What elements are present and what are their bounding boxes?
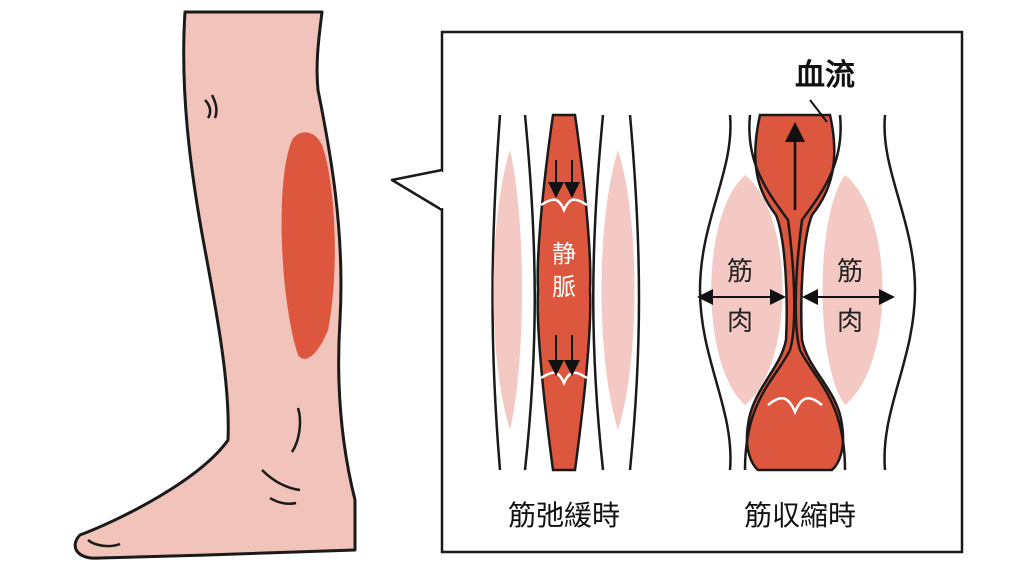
inner-wall [523,114,536,471]
wall-line [628,114,641,471]
relaxed-diagram: 静 脈 筋弛緩時 [491,113,641,532]
ankle-crease [269,496,297,506]
callout-pointer [390,168,443,212]
valve [767,397,823,416]
leg-outline [73,10,357,560]
contracted-diagram: 筋 肉 筋 肉 血流 筋収縮時 [697,58,917,532]
ankle-crease [261,469,301,492]
muscle-label-right: 肉 [837,307,863,337]
inner-wall [592,114,605,471]
muscle-left-contracted [711,175,783,405]
vein-relaxed [536,113,592,472]
muscle-label-left: 肉 [727,307,753,337]
muscle-label-right: 筋 [837,257,863,287]
wall-line [491,114,502,471]
muscle-label-left: 筋 [727,257,753,287]
blood-flow-label: 血流 [795,58,855,93]
toe-line [87,538,121,548]
relaxed-caption: 筋弛緩時 [508,499,620,532]
blood-flow-leader [809,99,828,123]
inner-wall [743,114,796,471]
calf-muscle-highlight [281,132,335,359]
leg-illustration [73,10,357,560]
inner-wall [794,114,847,471]
ankle-crease [290,407,302,453]
vein-label: 静 [552,240,576,268]
knee-crease [210,94,218,119]
knee-crease [204,99,212,119]
wall-line [883,114,917,471]
vein-label: 脈 [552,273,576,301]
valve [540,198,588,214]
muscle-right-contracted [822,175,883,405]
muscle-left-relaxed [493,150,522,430]
muscle-right-relaxed [601,150,635,430]
contracted-caption: 筋収縮時 [744,499,856,532]
